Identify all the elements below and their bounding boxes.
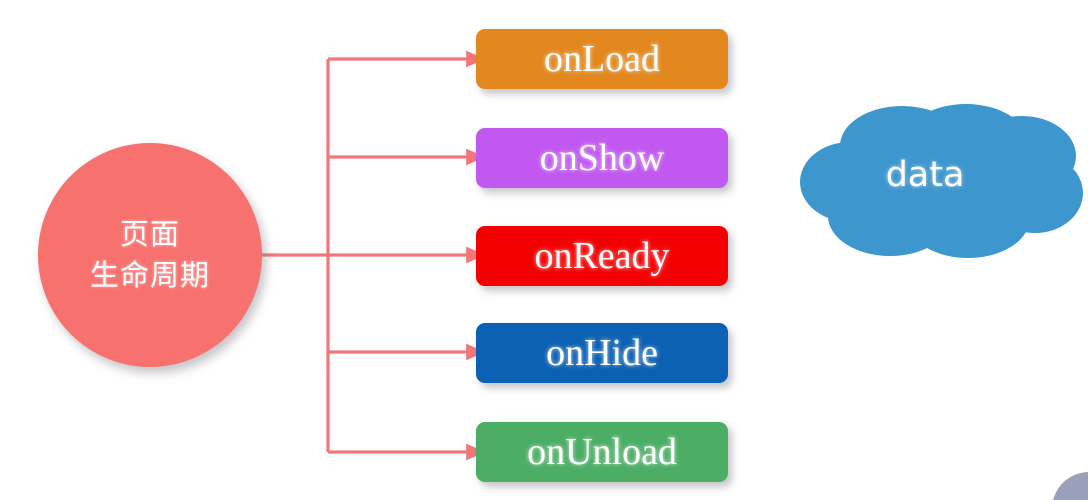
- lifecycle-box-label: onHide: [546, 332, 658, 374]
- lifecycle-box-onshow[interactable]: onShow: [476, 128, 728, 188]
- lifecycle-box-label: onShow: [539, 137, 665, 179]
- lifecycle-box-onready[interactable]: onReady: [476, 226, 728, 286]
- lifecycle-box-onhide[interactable]: onHide: [476, 323, 728, 383]
- hub-label-line2: 生命周期: [89, 258, 210, 292]
- lifecycle-box-onunload[interactable]: onUnload: [476, 422, 728, 482]
- decorative-circle: [1052, 472, 1088, 500]
- hub-page-lifecycle[interactable]: 页面 生命周期: [38, 143, 262, 367]
- cloud-shape: [800, 104, 1083, 258]
- lifecycle-box-label: onLoad: [543, 38, 661, 80]
- hub-label-line1: 页面: [119, 216, 180, 251]
- lifecycle-box-label: onReady: [534, 235, 670, 277]
- lifecycle-box-onload[interactable]: onLoad: [476, 29, 728, 89]
- cloud-label: data: [885, 155, 965, 195]
- lifecycle-box-label: onUnload: [527, 431, 677, 473]
- cloud-data[interactable]: data: [790, 100, 1088, 265]
